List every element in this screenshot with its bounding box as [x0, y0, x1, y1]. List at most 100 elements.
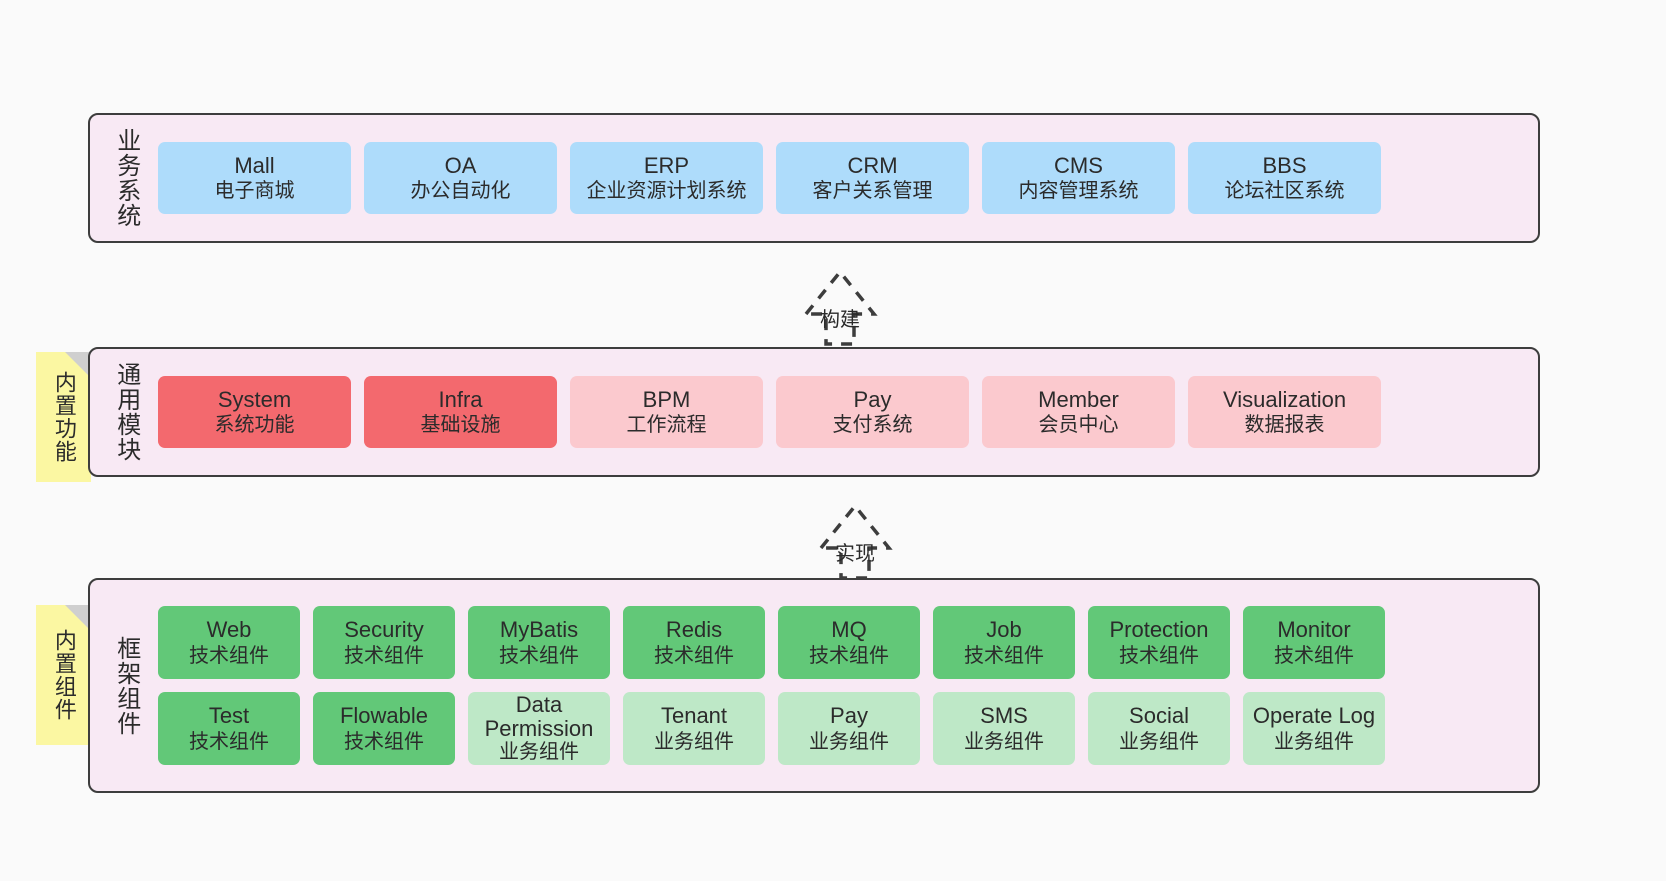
sticky-note-builtin-components: 内置组件: [36, 605, 91, 745]
node-subtitle: 客户关系管理: [812, 180, 933, 203]
node-subtitle: 办公自动化: [410, 180, 511, 203]
node-row-technical: Web 技术组件 Security 技术组件 MyBatis 技术组件 Redi…: [158, 606, 1526, 679]
node-subtitle: 技术组件: [964, 644, 1044, 667]
node-title: MQ: [831, 617, 867, 643]
node-subtitle: 系统功能: [214, 414, 295, 437]
node-subtitle: 技术组件: [189, 644, 269, 667]
node-title: Social: [1129, 703, 1189, 729]
node-title: MyBatis: [499, 617, 579, 643]
node-mq[interactable]: MQ 技术组件: [778, 606, 920, 679]
node-title: Infra: [438, 386, 483, 412]
node-redis[interactable]: Redis 技术组件: [623, 606, 765, 679]
node-erp[interactable]: ERP 企业资源计划系统: [570, 142, 763, 214]
node-row: System 系统功能 Infra 基础设施 BPM 工作流程 Pay 支付系统…: [154, 376, 1538, 448]
node-subtitle: 企业资源计划系统: [586, 180, 747, 203]
node-mybatis[interactable]: MyBatis 技术组件: [468, 606, 610, 679]
node-title: BPM: [642, 386, 691, 412]
connector-label: 构建: [820, 309, 860, 331]
node-title: Job: [986, 617, 1022, 643]
node-subtitle: 技术组件: [189, 730, 269, 753]
sticky-note-label: 内置组件: [51, 629, 77, 721]
sticky-note-builtin-features: 内置功能: [36, 352, 91, 482]
node-subtitle: 技术组件: [344, 730, 424, 753]
layer-common-modules: 通用模块 System 系统功能 Infra 基础设施 BPM 工作流程 Pay…: [88, 347, 1540, 477]
node-title: Test: [208, 703, 250, 729]
dashed-arrow-up-icon: [817, 503, 893, 580]
node-title: Pay: [853, 386, 892, 412]
node-title: Pay: [830, 703, 868, 729]
node-subtitle: 业务组件: [499, 740, 579, 763]
node-bbs[interactable]: BBS 论坛社区系统: [1188, 142, 1381, 214]
layer-title-business-systems: 业务系统: [112, 128, 140, 228]
node-title: Tenant: [660, 703, 728, 729]
node-title: System: [217, 386, 292, 412]
node-title: CRM: [847, 152, 898, 178]
node-subtitle: 技术组件: [654, 644, 734, 667]
node-subtitle: 内容管理系统: [1018, 180, 1139, 203]
node-system[interactable]: System 系统功能: [158, 376, 351, 448]
node-pay[interactable]: Pay 支付系统: [776, 376, 969, 448]
node-subtitle: 基础设施: [420, 414, 501, 437]
node-subtitle: 业务组件: [964, 730, 1044, 753]
node-security[interactable]: Security 技术组件: [313, 606, 455, 679]
dashed-arrow-up-icon: [802, 269, 878, 346]
node-title: Protection: [1109, 617, 1209, 643]
node-mall[interactable]: Mall 电子商城: [158, 142, 351, 214]
connector-implement: 实现: [765, 492, 945, 582]
node-pay-component[interactable]: Pay 业务组件: [778, 692, 920, 765]
node-social[interactable]: Social 业务组件: [1088, 692, 1230, 765]
node-title: Monitor: [1277, 617, 1351, 643]
node-title: Operate Log: [1252, 703, 1376, 729]
layer-body-framework-components: Web 技术组件 Security 技术组件 MyBatis 技术组件 Redi…: [154, 606, 1538, 765]
node-title: ERP: [643, 152, 690, 178]
node-data-permission[interactable]: Data Permission 业务组件: [468, 692, 610, 765]
node-operate-log[interactable]: Operate Log 业务组件: [1243, 692, 1385, 765]
node-subtitle: 论坛社区系统: [1224, 180, 1345, 203]
layer-body-business-systems: Mall 电子商城 OA 办公自动化 ERP 企业资源计划系统 CRM 客户关系…: [154, 142, 1538, 214]
node-title: Redis: [665, 617, 723, 643]
node-cms[interactable]: CMS 内容管理系统: [982, 142, 1175, 214]
node-subtitle: 技术组件: [1119, 644, 1199, 667]
connector-build: 构建: [750, 258, 930, 348]
note-fold-corner-icon: [65, 605, 91, 631]
node-row: Mall 电子商城 OA 办公自动化 ERP 企业资源计划系统 CRM 客户关系…: [154, 142, 1538, 214]
node-subtitle: 技术组件: [809, 644, 889, 667]
node-bpm[interactable]: BPM 工作流程: [570, 376, 763, 448]
node-job[interactable]: Job 技术组件: [933, 606, 1075, 679]
node-infra[interactable]: Infra 基础设施: [364, 376, 557, 448]
layer-title-common-modules: 通用模块: [112, 362, 140, 462]
node-title: Mall: [234, 152, 275, 178]
node-title: Web: [206, 617, 252, 643]
layer-business-systems: 业务系统 Mall 电子商城 OA 办公自动化 ERP 企业资源计划系统 CRM…: [88, 113, 1540, 243]
node-title: Data Permission: [484, 692, 594, 741]
node-subtitle: 会员中心: [1038, 414, 1119, 437]
node-protection[interactable]: Protection 技术组件: [1088, 606, 1230, 679]
node-crm[interactable]: CRM 客户关系管理: [776, 142, 969, 214]
node-subtitle: 技术组件: [1274, 644, 1354, 667]
node-subtitle: 工作流程: [626, 414, 707, 437]
node-visualization[interactable]: Visualization 数据报表: [1188, 376, 1381, 448]
node-tenant[interactable]: Tenant 业务组件: [623, 692, 765, 765]
connector-label: 实现: [835, 543, 875, 565]
node-web[interactable]: Web 技术组件: [158, 606, 300, 679]
node-oa[interactable]: OA 办公自动化: [364, 142, 557, 214]
node-title: OA: [444, 152, 477, 178]
sticky-note-label: 内置功能: [51, 371, 77, 463]
node-row-business: Test 技术组件 Flowable 技术组件 Data Permission …: [158, 692, 1526, 765]
node-flowable[interactable]: Flowable 技术组件: [313, 692, 455, 765]
node-title: Member: [1038, 386, 1119, 412]
node-subtitle: 业务组件: [1119, 730, 1199, 753]
node-title: Visualization: [1222, 386, 1347, 412]
node-title: CMS: [1054, 152, 1103, 178]
node-subtitle: 业务组件: [1274, 730, 1354, 753]
node-test[interactable]: Test 技术组件: [158, 692, 300, 765]
node-member[interactable]: Member 会员中心: [982, 376, 1175, 448]
layer-title-framework-components: 框架组件: [112, 635, 140, 736]
node-subtitle: 业务组件: [809, 730, 889, 753]
node-subtitle: 电子商城: [214, 180, 295, 203]
node-subtitle: 数据报表: [1244, 414, 1325, 437]
node-title: Security: [344, 617, 424, 643]
node-monitor[interactable]: Monitor 技术组件: [1243, 606, 1385, 679]
node-sms[interactable]: SMS 业务组件: [933, 692, 1075, 765]
